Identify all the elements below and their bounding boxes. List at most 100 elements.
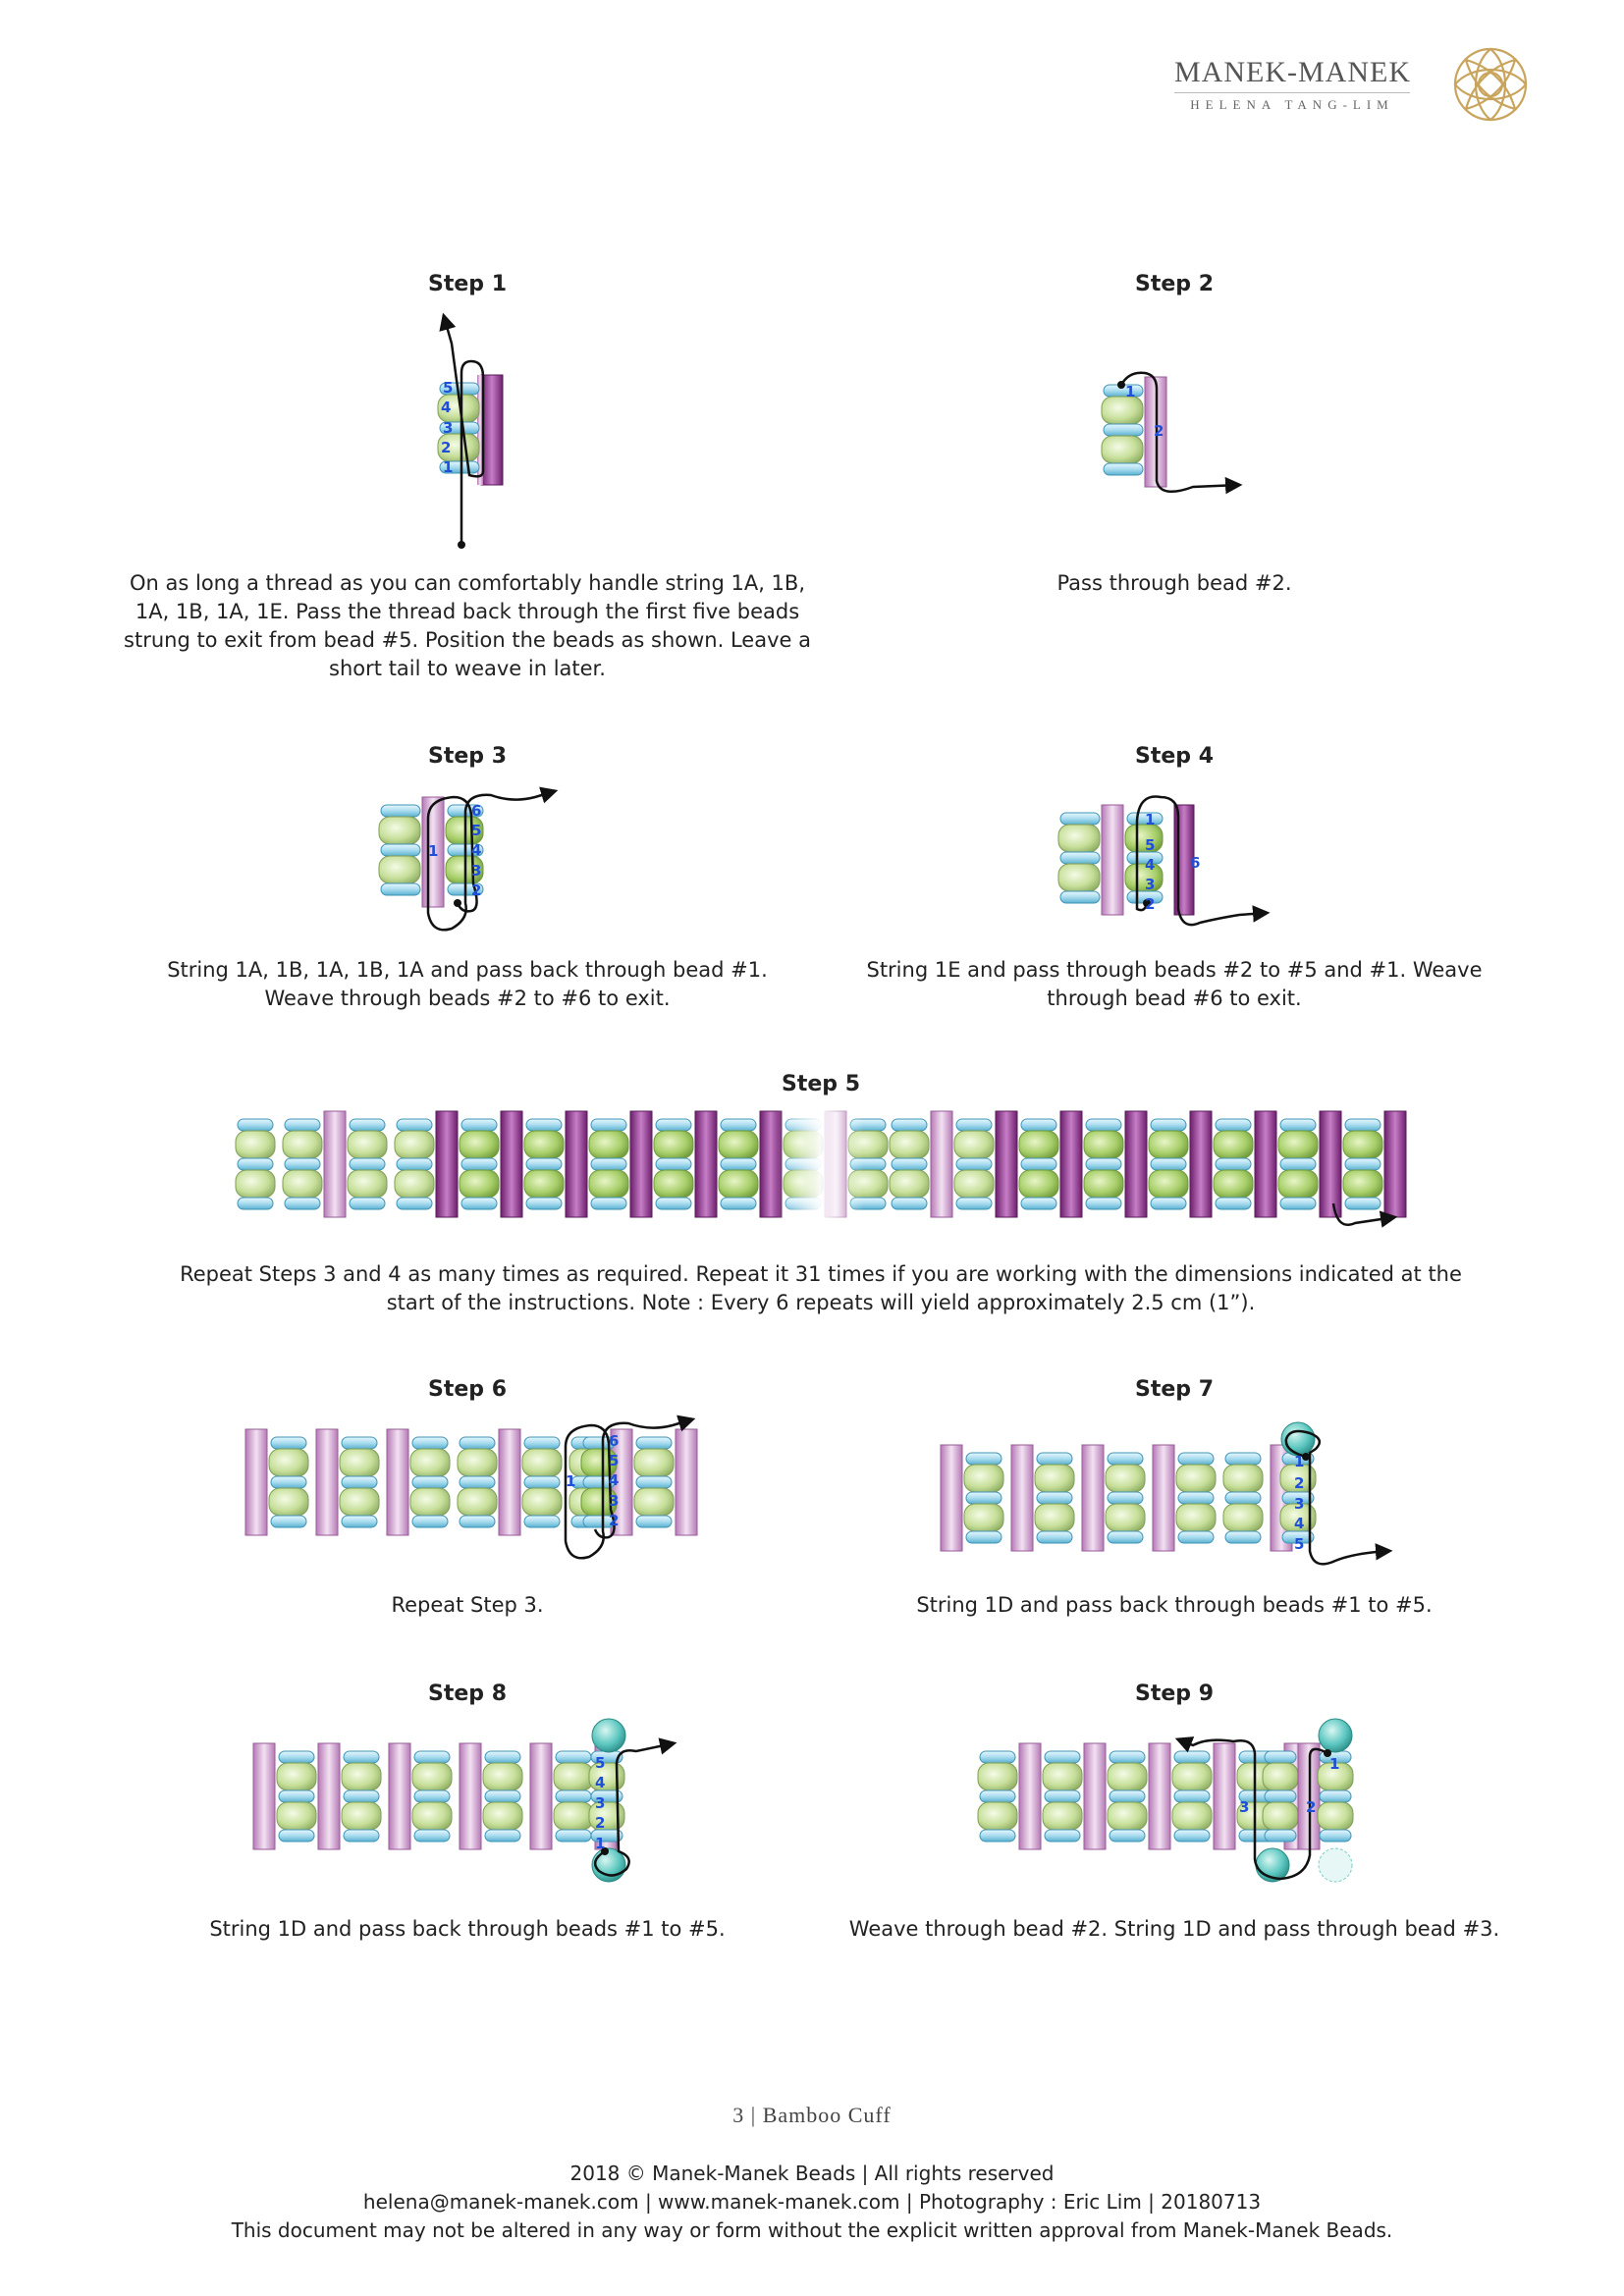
drop-bead xyxy=(891,1157,928,1171)
drop-bead xyxy=(1344,1157,1381,1171)
step-9-caption: Weave through bead #2. String 1D and pas… xyxy=(848,1917,1500,1941)
drop-bead xyxy=(411,1515,449,1528)
step-4-num: 5 xyxy=(1145,836,1155,854)
step-8-round-beads xyxy=(591,1718,677,1883)
seed-bead xyxy=(457,1448,498,1477)
bugle-bead xyxy=(1383,1110,1407,1218)
seed-bead xyxy=(521,1448,563,1477)
seed-bead xyxy=(553,1762,594,1791)
seed-bead xyxy=(276,1762,317,1791)
drop-bead xyxy=(590,1829,623,1842)
seed-bead xyxy=(633,1448,675,1477)
step-6-num: 1 xyxy=(566,1472,575,1490)
seed-bead xyxy=(394,1169,435,1199)
seed-bead xyxy=(282,1130,323,1159)
continuation-fade xyxy=(776,1105,864,1225)
step-5-thread xyxy=(1331,1202,1398,1228)
seed-bead xyxy=(1042,1762,1083,1791)
drop-bead xyxy=(1264,1829,1297,1842)
drop-bead xyxy=(525,1118,563,1132)
drop-bead xyxy=(1173,1789,1211,1803)
bugle-bead xyxy=(1010,1444,1034,1552)
drop-bead xyxy=(590,1118,627,1132)
drop-bead xyxy=(460,1197,498,1210)
step-8-diagram xyxy=(252,1742,625,1850)
seed-bead xyxy=(1317,1801,1354,1831)
seed-bead xyxy=(341,1762,382,1791)
seed-bead xyxy=(394,1130,435,1159)
drop-bead xyxy=(655,1197,692,1210)
drop-bead xyxy=(1044,1789,1081,1803)
step-9-title: Step 9 xyxy=(1135,1682,1214,1706)
footer-contact: helena@manek-manek.com | www.manek-manek… xyxy=(362,2190,1262,2214)
drop-bead xyxy=(955,1197,993,1210)
step-3-diagram xyxy=(378,786,559,932)
drop-bead xyxy=(396,1118,433,1132)
step-9-round-beads xyxy=(1174,1718,1353,1883)
seed-bead xyxy=(1171,1762,1213,1791)
bugle-bead xyxy=(529,1742,553,1850)
knot-rosette-icon xyxy=(1453,47,1528,122)
drop-bead xyxy=(1177,1530,1215,1544)
drop-bead xyxy=(1279,1118,1317,1132)
step-7-num: 2 xyxy=(1294,1474,1304,1492)
step-3-num: 1 xyxy=(428,842,438,860)
drop-bead xyxy=(349,1157,386,1171)
bugle-bead xyxy=(1081,1444,1105,1552)
step-5-caption: Repeat Steps 3 and 4 as many times as re… xyxy=(180,1262,1462,1314)
drop-bead xyxy=(270,1475,307,1489)
seed-bead xyxy=(889,1130,930,1159)
step-9-num: 3 xyxy=(1239,1798,1249,1816)
drop-bead xyxy=(1044,1750,1081,1764)
drop-bead xyxy=(523,1436,561,1450)
drop-bead xyxy=(349,1197,386,1210)
step-6-num: 2 xyxy=(609,1512,619,1529)
seed-bead xyxy=(1034,1503,1075,1532)
drop-bead xyxy=(979,1750,1016,1764)
seed-bead xyxy=(953,1130,995,1159)
step-9-num: 2 xyxy=(1306,1798,1316,1816)
drop-bead xyxy=(284,1118,321,1132)
drop-bead xyxy=(460,1157,498,1171)
step-3-num: 6 xyxy=(471,802,481,820)
seed-bead xyxy=(718,1169,759,1199)
drop-bead xyxy=(1150,1197,1187,1210)
step-7-caption: String 1D and pass back through beads #1… xyxy=(916,1593,1433,1617)
seed-bead xyxy=(235,1169,276,1199)
bugle-bead xyxy=(500,1110,523,1218)
step-7-diagram xyxy=(940,1444,1317,1552)
drop-bead xyxy=(979,1789,1016,1803)
drop-bead xyxy=(965,1452,1002,1466)
step-4-diagram xyxy=(1057,795,1271,927)
step-2-diagram xyxy=(1101,371,1243,495)
seed-bead xyxy=(653,1130,694,1159)
drop-bead xyxy=(720,1197,757,1210)
step-4-caption: String 1E and pass through beads #2 to #… xyxy=(866,958,1483,1010)
seed-bead xyxy=(1042,1801,1083,1831)
drop-bead xyxy=(1020,1118,1057,1132)
drop-bead xyxy=(525,1197,563,1210)
drop-bead xyxy=(1344,1118,1381,1132)
drop-bead xyxy=(284,1157,321,1171)
drop-bead xyxy=(1036,1452,1073,1466)
seed-bead xyxy=(633,1487,675,1517)
bugle-bead xyxy=(1148,1742,1171,1850)
step-6-thread xyxy=(564,1415,696,1560)
drop-bead xyxy=(1150,1157,1187,1171)
step-5-diagram xyxy=(235,1105,1407,1225)
seed-bead xyxy=(1277,1130,1319,1159)
seed-bead xyxy=(889,1169,930,1199)
step-1-num: 3 xyxy=(443,419,453,437)
seed-bead xyxy=(1105,1503,1146,1532)
drop-bead xyxy=(891,1197,928,1210)
drop-bead xyxy=(278,1789,315,1803)
drop-bead xyxy=(413,1750,451,1764)
seed-bead xyxy=(977,1801,1018,1831)
step-9-num: 1 xyxy=(1329,1755,1339,1773)
seed-bead xyxy=(1213,1169,1254,1199)
seed-bead xyxy=(977,1762,1018,1791)
step-6-num: 5 xyxy=(609,1452,619,1469)
drop-bead xyxy=(635,1475,673,1489)
seed-bead xyxy=(1107,1801,1148,1831)
bugle-bead xyxy=(629,1110,653,1218)
